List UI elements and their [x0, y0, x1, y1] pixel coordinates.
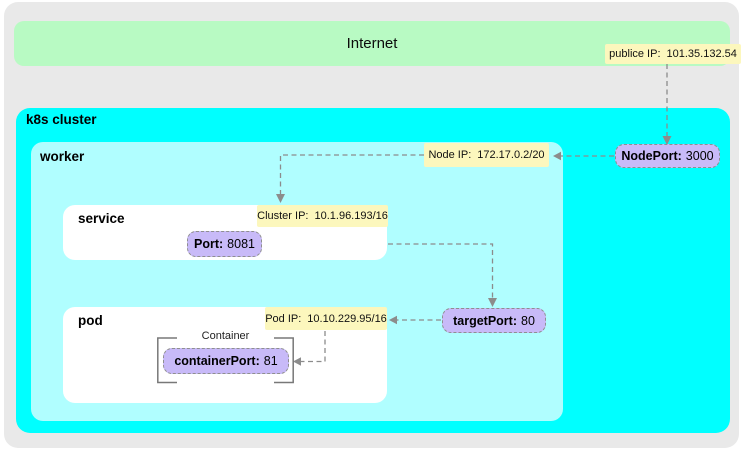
cluster-ip-label: Cluster IP: 10.1.96.193/16 [257, 205, 388, 227]
containerport-value: 81 [263, 354, 278, 368]
cluster-ip-key: Cluster IP: [257, 210, 309, 222]
pod-ip-key: Pod IP: [265, 312, 302, 325]
node-ip-label: Node IP: 172.17.0.2/20 [424, 143, 549, 167]
pod-ip-value: 10.10.229.95/16 [307, 312, 387, 325]
worker-title: worker [40, 149, 85, 164]
public-ip-label: publice IP: 101.35.132.54 [605, 44, 741, 64]
node-ip-key: Node IP: [428, 149, 472, 161]
nodeport-value: 3000 [685, 149, 714, 163]
service-port-key: Port: [194, 237, 224, 251]
containerport-key: containerPort: [174, 354, 260, 368]
cluster-ip-value: 10.1.96.193/16 [314, 210, 388, 222]
targetport-key: targetPort: [453, 313, 517, 328]
public-ip-value: 101.35.132.54 [666, 48, 737, 60]
targetport-value: 80 [521, 313, 535, 328]
pod-ip-label: Pod IP: 10.10.229.95/16 [265, 307, 387, 330]
internet-label: Internet [346, 35, 398, 52]
containerport-pill: containerPort: 81 [163, 348, 289, 374]
container-title: Container [201, 330, 250, 342]
k8s-cluster-title: k8s cluster [26, 112, 97, 127]
targetport-pill: targetPort: 80 [442, 308, 546, 333]
public-ip-key: publice IP: [609, 48, 661, 60]
pod-title: pod [78, 313, 103, 328]
nodeport-key: NodePort: [621, 149, 682, 163]
service-port-pill: Port: 8081 [187, 231, 262, 257]
nodeport-pill: NodePort: 3000 [615, 144, 720, 168]
service-port-value: 8081 [227, 237, 255, 251]
node-ip-value: 172.17.0.2/20 [477, 149, 545, 161]
service-title: service [78, 211, 125, 226]
